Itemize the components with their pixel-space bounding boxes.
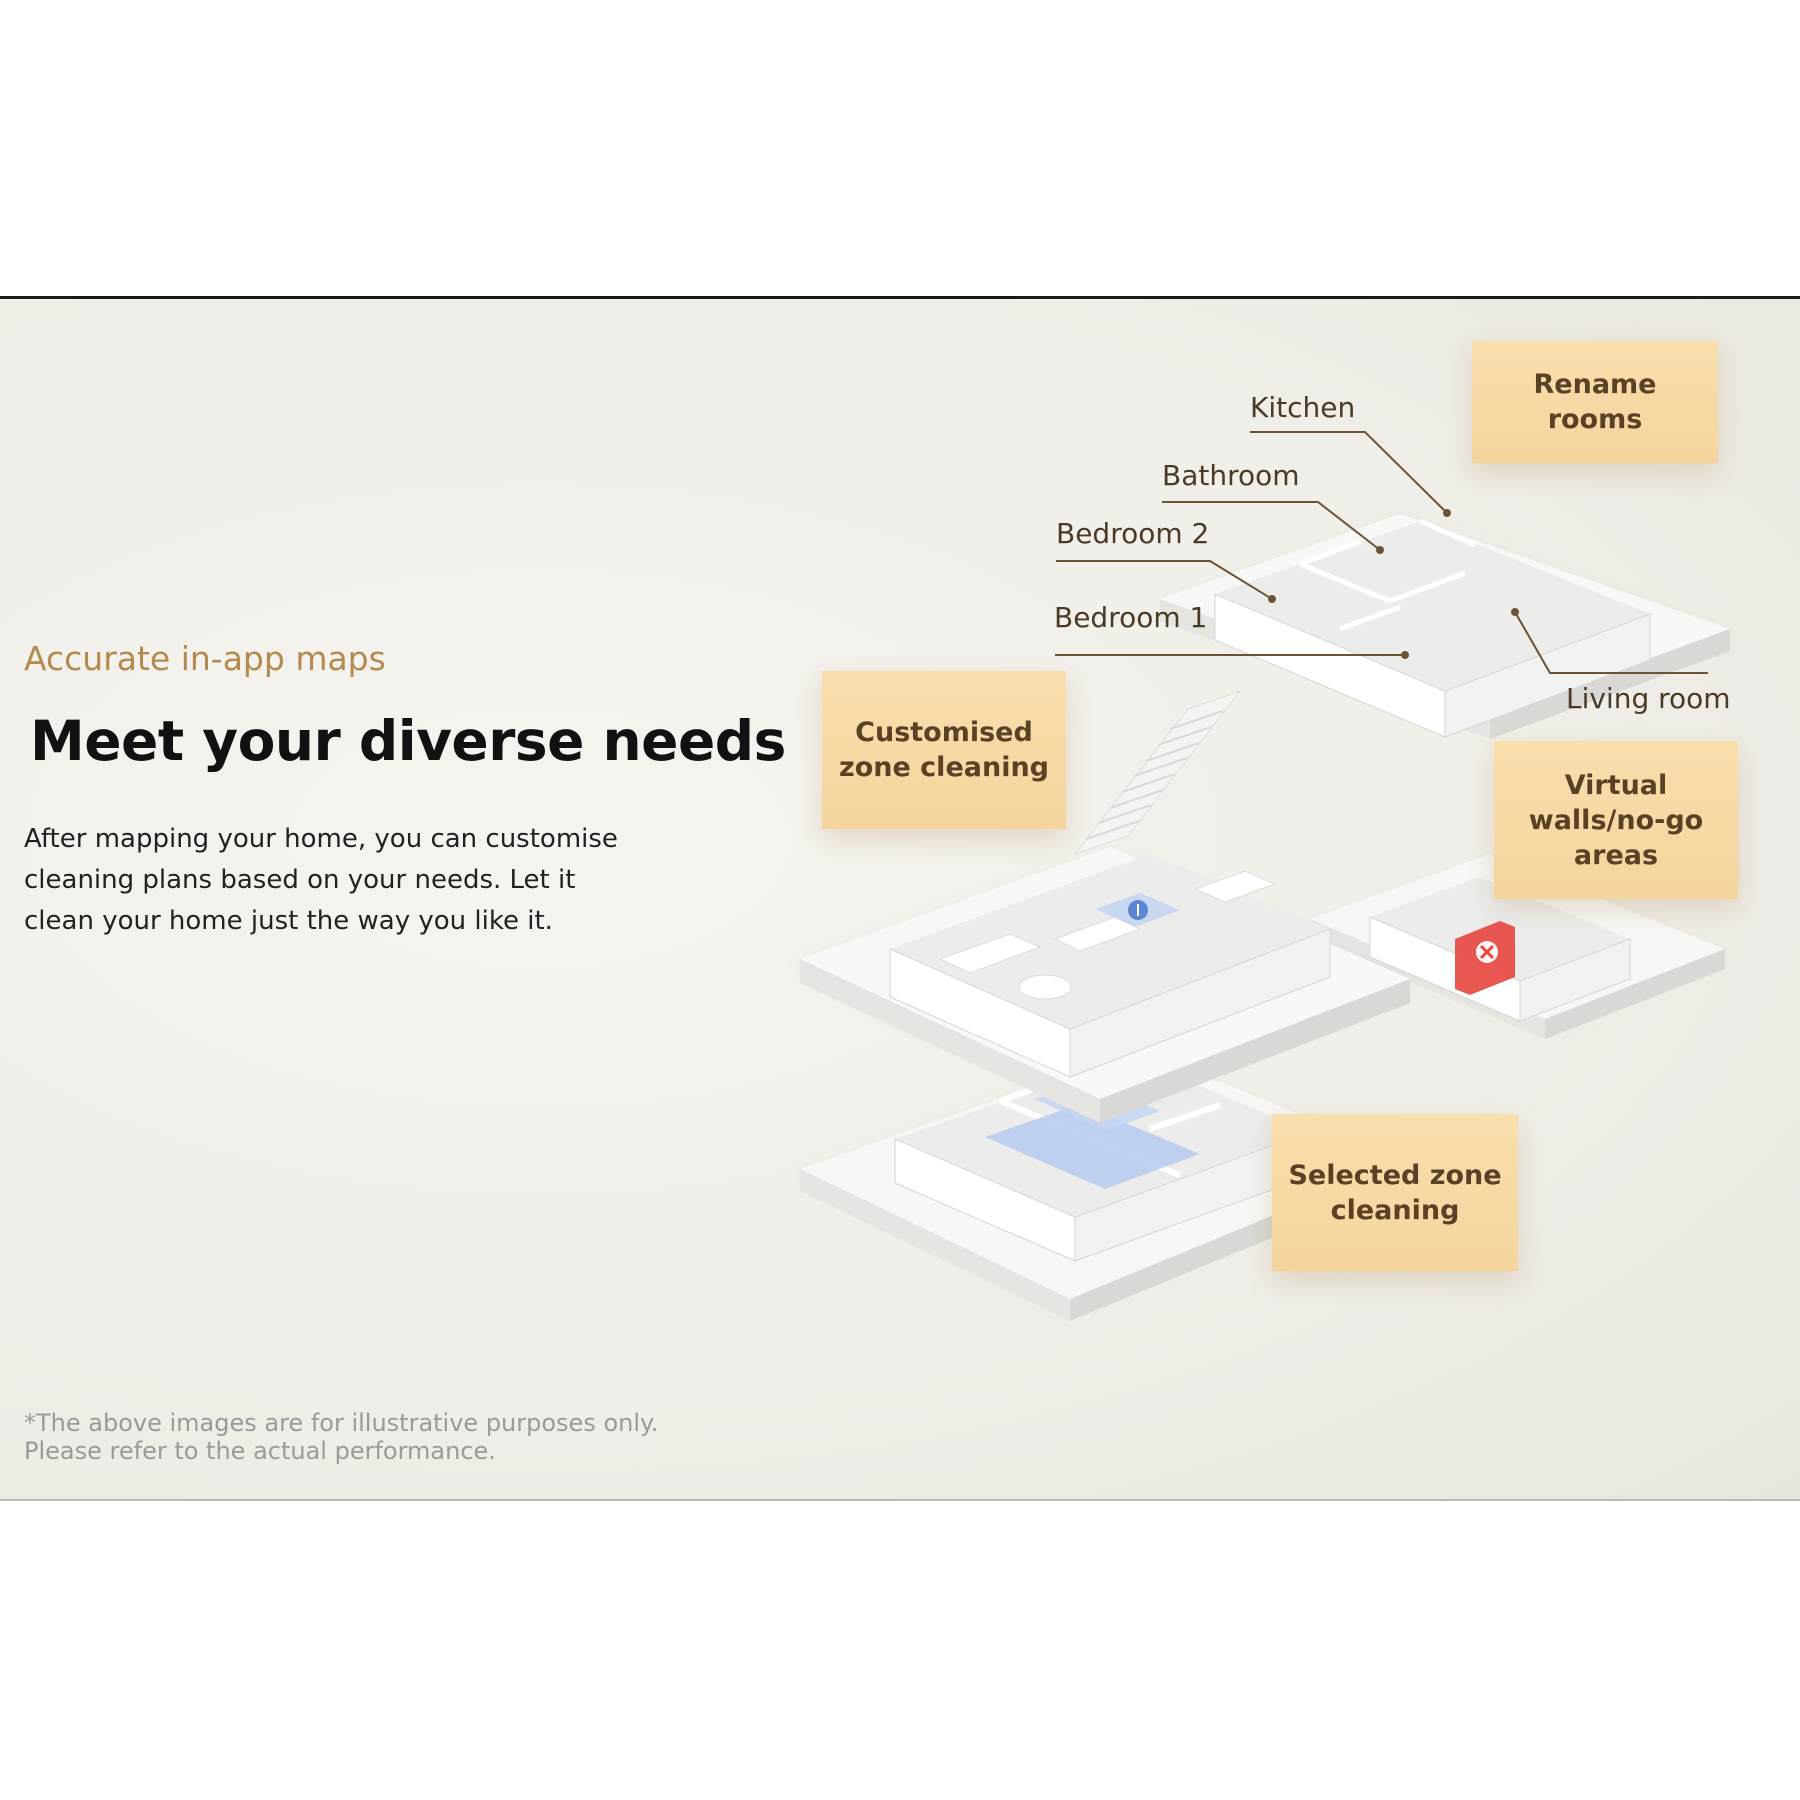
description-text: After mapping your home, you can customi… <box>24 824 618 936</box>
callout-customised-zone-cleaning: Customised zone cleaning <box>822 671 1066 829</box>
bottom-divider <box>0 1499 1800 1501</box>
floor-middle-right <box>1310 854 1725 1039</box>
room-label-bedroom-1: Bedroom 1 <box>1054 601 1208 634</box>
disclaimer-line-1: *The above images are for illustrative p… <box>24 1409 659 1437</box>
disclaimer-line-2: Please refer to the actual performance. <box>24 1437 496 1465</box>
feature-panel: Kitchen Bathroom Bedroom 2 Bedroom 1 Liv… <box>0 299 1800 1499</box>
room-label-living-room: Living room <box>1566 682 1731 715</box>
disclaimer: *The above images are for illustrative p… <box>24 1409 658 1465</box>
callout-virtual-walls: Virtual walls/no-go areas <box>1494 741 1738 899</box>
top-divider <box>0 296 1800 299</box>
room-label-bathroom: Bathroom <box>1162 459 1300 492</box>
leader-dots <box>1268 509 1519 659</box>
room-label-kitchen: Kitchen <box>1250 391 1356 424</box>
callout-rename-rooms: Rename rooms <box>1472 341 1718 463</box>
page-title: Meet your diverse needs <box>30 709 786 773</box>
floor-middle-left <box>800 847 1410 1123</box>
section-eyebrow: Accurate in-app maps <box>24 639 386 678</box>
room-label-bedroom-2: Bedroom 2 <box>1056 517 1210 550</box>
floor-map-illustration <box>800 431 1730 1321</box>
stairs-upper <box>1073 689 1242 856</box>
leader-lines <box>1055 431 1708 674</box>
callout-selected-zone-cleaning: Selected zone cleaning <box>1272 1114 1518 1271</box>
floor-top <box>1160 514 1730 739</box>
